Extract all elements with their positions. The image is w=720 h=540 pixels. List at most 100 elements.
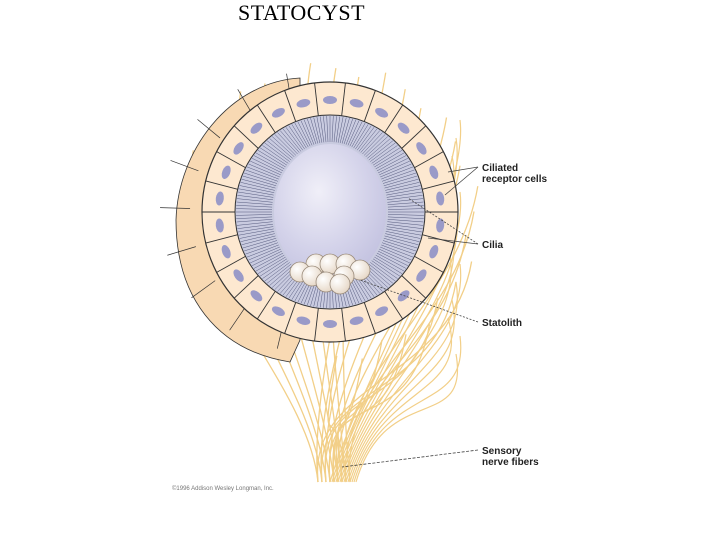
cell-wall <box>413 255 444 273</box>
back-cell-wall <box>160 207 191 209</box>
back-cell-wall <box>237 89 253 115</box>
cilium <box>297 121 311 147</box>
cilium <box>236 216 273 219</box>
cell-wall <box>341 82 346 118</box>
statolith <box>289 253 371 295</box>
cilium <box>380 246 412 261</box>
cilium <box>246 244 279 258</box>
nerve-fiber <box>355 353 459 483</box>
cilium <box>282 128 302 152</box>
cell-nucleus <box>349 316 364 325</box>
cilium <box>379 160 410 176</box>
cilium <box>259 147 288 166</box>
cell-nucleus <box>436 191 445 206</box>
nerve-fiber <box>324 298 439 483</box>
cell-nucleus <box>296 99 311 108</box>
copyright-credit: ©1996 Addison Wesley Longman, Inc. <box>172 486 274 492</box>
cell-wall <box>314 306 319 342</box>
cilium <box>236 205 273 208</box>
nerve-fiber <box>320 281 457 483</box>
cell-nucleus <box>250 122 263 134</box>
cilium <box>382 242 415 255</box>
cilium <box>237 223 273 229</box>
label-statolith: Statolith <box>482 318 522 329</box>
cilium <box>368 140 394 161</box>
cilium <box>240 182 275 191</box>
nerve-fiber <box>332 334 407 483</box>
cilium <box>382 240 416 252</box>
cilium <box>337 116 344 143</box>
cilium <box>347 120 360 146</box>
cell-wall <box>205 234 238 244</box>
cilium <box>236 221 273 226</box>
cell-wall <box>363 300 376 334</box>
cell-nucleus <box>375 107 389 118</box>
cilium <box>376 155 407 172</box>
cilium <box>358 128 378 152</box>
cilium <box>257 150 286 168</box>
cilium <box>375 152 405 170</box>
cilium <box>253 155 284 172</box>
cilium <box>382 172 416 184</box>
cell-nucleus <box>375 306 389 317</box>
back-cell-wall <box>170 160 199 172</box>
cilium <box>387 219 424 223</box>
nerve-fiber <box>335 339 383 483</box>
cilium <box>387 198 424 203</box>
cilium <box>365 136 389 157</box>
cell-wall <box>256 104 277 135</box>
cilium <box>251 158 283 174</box>
back-cell-wall <box>197 119 221 139</box>
cilium <box>269 265 293 286</box>
cilium <box>356 127 375 151</box>
cilium <box>353 275 369 300</box>
nerve-fiber <box>340 186 479 483</box>
cilium <box>307 118 317 145</box>
cilium <box>370 262 396 282</box>
cilium <box>245 242 278 255</box>
cilium <box>367 138 391 159</box>
cilium <box>349 121 363 147</box>
cilium <box>375 254 405 272</box>
cell-wall <box>413 151 444 169</box>
cilium <box>262 145 289 164</box>
cilium <box>386 188 422 196</box>
cilium <box>294 122 309 148</box>
cilium <box>385 233 420 242</box>
cilium <box>387 223 423 229</box>
cell-wall <box>216 151 247 169</box>
cilium <box>323 116 327 143</box>
cilium <box>385 182 420 191</box>
cilium <box>372 258 401 277</box>
cell-wall <box>400 125 427 150</box>
cilium <box>372 147 401 166</box>
cilium <box>382 169 415 182</box>
cilium <box>244 172 278 184</box>
cilium <box>303 119 315 145</box>
cilium <box>371 145 398 164</box>
cilium <box>326 116 329 143</box>
cell-wall <box>284 300 297 334</box>
cilium <box>241 178 276 189</box>
nerve-fiber <box>345 263 462 483</box>
cilium <box>362 132 383 155</box>
cilium <box>387 195 423 201</box>
label-cilia: Cilia <box>482 240 504 251</box>
cell-nucleus <box>221 245 231 259</box>
nerve-fiber <box>349 299 455 483</box>
cilium <box>377 250 409 266</box>
cilium <box>313 117 321 144</box>
cell-nucleus <box>233 142 244 155</box>
cilium <box>250 248 281 264</box>
cilium <box>291 124 307 149</box>
cilium <box>353 124 369 149</box>
cilium <box>239 185 275 193</box>
cell-nucleus <box>429 245 439 259</box>
cell-wall <box>400 274 427 299</box>
cilium <box>345 119 357 145</box>
cilium <box>241 235 276 246</box>
cilium <box>331 116 334 143</box>
cell-nucleus <box>323 96 337 104</box>
cell-nucleus <box>349 99 364 108</box>
cell-wall <box>314 82 319 118</box>
